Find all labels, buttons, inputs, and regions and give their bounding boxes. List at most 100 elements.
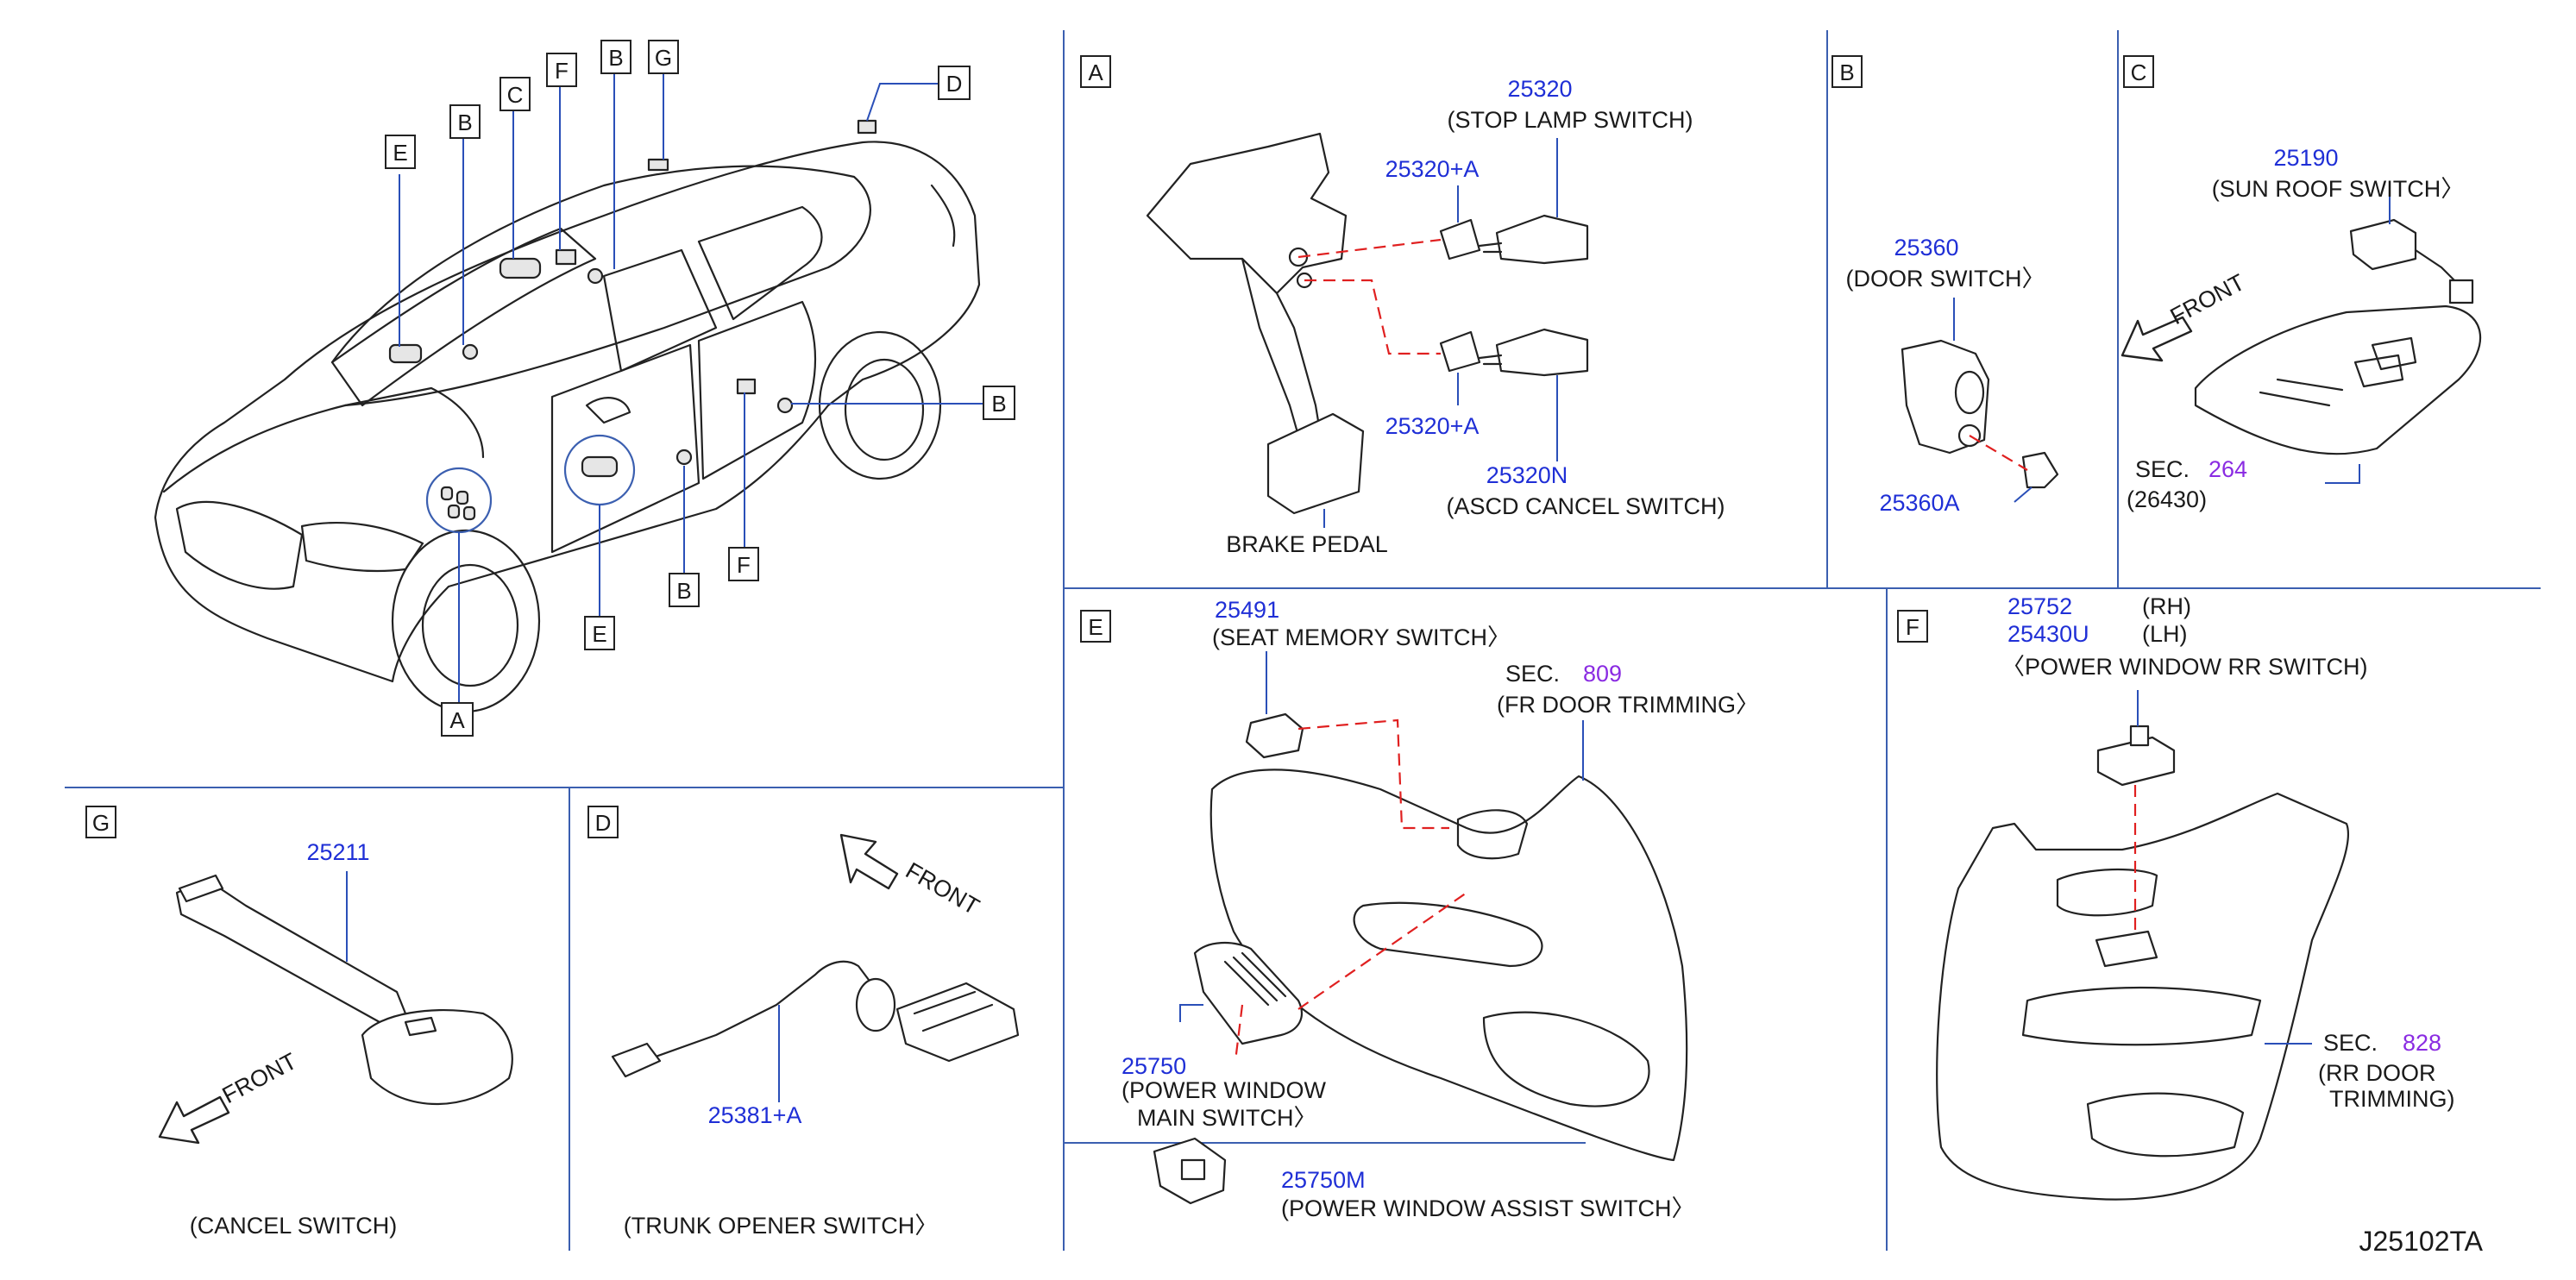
pw-main-leader bbox=[1179, 1004, 1203, 1022]
svg-text:C: C bbox=[507, 82, 524, 108]
door-switch-plunger bbox=[1954, 370, 1985, 415]
callout-e-top[interactable]: E bbox=[385, 135, 416, 169]
callout-b-roof[interactable]: B bbox=[600, 40, 631, 74]
sunroof-harness bbox=[2414, 248, 2460, 286]
rr-switch-rh-pn: 25752 bbox=[2007, 593, 2072, 619]
brake-pedal-pad bbox=[1266, 412, 1365, 515]
panel-a-letter-box bbox=[1080, 55, 1111, 88]
callout-b-right[interactable]: B bbox=[983, 386, 1015, 420]
svg-text:D: D bbox=[946, 71, 963, 97]
overhead-console-buttons bbox=[2353, 336, 2417, 388]
front-arrow-d bbox=[839, 833, 899, 890]
door-screw-pn: 25360A bbox=[1879, 490, 1959, 516]
panel-dividers bbox=[65, 30, 2541, 1251]
sec-label-e: SEC. bbox=[1505, 661, 1560, 687]
door-switch-screw bbox=[2021, 451, 2059, 489]
sec-sub-c: (26430) bbox=[2127, 486, 2207, 512]
hidden-line-seat-mem bbox=[1297, 718, 1449, 830]
rr-switch-lh-tag: (LH) bbox=[2142, 621, 2188, 647]
vehicle-overview: E B C F B G D B F B E A bbox=[154, 40, 1015, 737]
rr-switch-lh-pn: 25430U bbox=[2007, 621, 2089, 647]
rr-switch-rh-tag: (RH) bbox=[2142, 593, 2191, 619]
car-windshield bbox=[330, 227, 597, 407]
marker-c-roof bbox=[499, 257, 542, 279]
ascd-cancel-switch bbox=[1495, 328, 1589, 377]
seat-memory-name: (SEAT MEMORY SWITCH〉 bbox=[1212, 624, 1511, 650]
callout-g[interactable]: G bbox=[648, 40, 679, 74]
panel-d-letter: D bbox=[595, 810, 612, 836]
sunroof-name: (SUN ROOF SWITCH〉 bbox=[2212, 176, 2464, 202]
svg-text:E: E bbox=[592, 621, 606, 647]
trunk-opener-connector bbox=[611, 1042, 662, 1078]
callout-f-top[interactable]: F bbox=[546, 53, 577, 87]
front-label-d: FRONT bbox=[902, 857, 984, 919]
car-hood bbox=[162, 386, 485, 493]
car-trunk-lip bbox=[930, 184, 956, 248]
rr-door-pocket bbox=[2086, 1092, 2245, 1158]
cancel-switch-lens bbox=[404, 1016, 437, 1037]
callout-b-lower[interactable]: B bbox=[669, 573, 700, 607]
car-front-door bbox=[550, 343, 701, 554]
svg-text:F: F bbox=[737, 552, 751, 578]
hidden-line-pw-main-1 bbox=[1234, 1004, 1244, 1062]
seat-memory-switch bbox=[1245, 712, 1304, 759]
car-roof-outline bbox=[330, 165, 871, 407]
panel-e: E 25491 (SEAT MEMORY SWITCH〉 SEC. 809 (F… bbox=[1080, 597, 1759, 1221]
stop-lamp-pn: 25320 bbox=[1507, 76, 1572, 102]
callout-d[interactable]: D bbox=[938, 66, 971, 100]
ascd-pn: 25320N bbox=[1486, 462, 1568, 488]
clip-upper bbox=[1439, 218, 1481, 260]
marker-d-trunk bbox=[857, 119, 877, 135]
front-arrow-c bbox=[2120, 316, 2193, 362]
trunk-opener-switch bbox=[895, 982, 1020, 1063]
trunk-opener-name: (TRUNK OPENER SWITCH〉 bbox=[624, 1213, 939, 1239]
rr-door-trim-panel bbox=[1936, 792, 2350, 1201]
pw-main-name1: (POWER WINDOW bbox=[1122, 1077, 1326, 1103]
front-label-g: FRONT bbox=[218, 1048, 301, 1108]
stop-lamp-name: (STOP LAMP SWITCH) bbox=[1447, 107, 1693, 133]
sec-label-c: SEC. bbox=[2135, 456, 2190, 482]
panel-c-letter: C bbox=[2131, 60, 2147, 85]
callout-a[interactable]: A bbox=[441, 702, 474, 737]
panel-b: B 25360 (DOOR SWITCH〉 25360A bbox=[1831, 55, 2059, 516]
car-rear-door bbox=[697, 300, 817, 480]
sec-264-leader bbox=[2325, 464, 2360, 484]
door-switch-pn: 25360 bbox=[1894, 235, 1958, 260]
pw-assist-button bbox=[1180, 1158, 1206, 1181]
brake-pedal-label: BRAKE PEDAL bbox=[1226, 531, 1388, 557]
pedal-markers bbox=[440, 486, 476, 521]
callout-f-lower[interactable]: F bbox=[728, 547, 759, 581]
car-side-windows bbox=[602, 205, 823, 373]
panel-e-letter: E bbox=[1088, 614, 1103, 640]
rr-switch-name: 〈POWER WINDOW RR SWITCH) bbox=[2001, 654, 2367, 680]
marker-b-lower bbox=[675, 449, 693, 466]
pw-assist-name: (POWER WINDOW ASSIST SWITCH〉 bbox=[1281, 1195, 1695, 1221]
rr-switch-bezel bbox=[2095, 930, 2158, 968]
trunk-opener-switch-detail bbox=[913, 990, 994, 1032]
clip-top-pn: 25320+A bbox=[1385, 156, 1480, 182]
callout-c[interactable]: C bbox=[499, 77, 531, 111]
sunroof-switch bbox=[2349, 218, 2417, 271]
cancel-switch-pn: 25211 bbox=[306, 839, 369, 865]
panel-f: F 25752 (RH) 25430U (LH) 〈POWER WINDOW R… bbox=[1897, 593, 2454, 1201]
ascd-thread bbox=[1478, 354, 1503, 366]
marker-e-console bbox=[388, 343, 423, 364]
hidden-line-pw-main-2 bbox=[1297, 892, 1467, 1010]
trunk-opener-grommet bbox=[855, 977, 896, 1032]
callout-b-top[interactable]: B bbox=[449, 104, 481, 139]
car-rear-wheel bbox=[818, 330, 942, 480]
marker-g-roof bbox=[647, 158, 669, 172]
marker-f-roof bbox=[555, 248, 577, 266]
callout-e-lower[interactable]: E bbox=[584, 616, 615, 650]
hidden-line-upper bbox=[1297, 238, 1442, 259]
hidden-line-lower bbox=[1304, 279, 1441, 355]
sunroof-connector bbox=[2448, 279, 2474, 304]
car-front-wheel-hub bbox=[421, 563, 519, 687]
cancel-switch-name: (CANCEL SWITCH) bbox=[190, 1213, 398, 1239]
overhead-console-lens bbox=[2259, 378, 2344, 407]
sec-num-f: 828 bbox=[2403, 1030, 2441, 1056]
panel-g: G FRONT 25211 (CANCEL SWITCH) bbox=[85, 806, 513, 1239]
car-body-outline bbox=[154, 141, 981, 683]
fr-door-armrest bbox=[1353, 901, 1543, 968]
